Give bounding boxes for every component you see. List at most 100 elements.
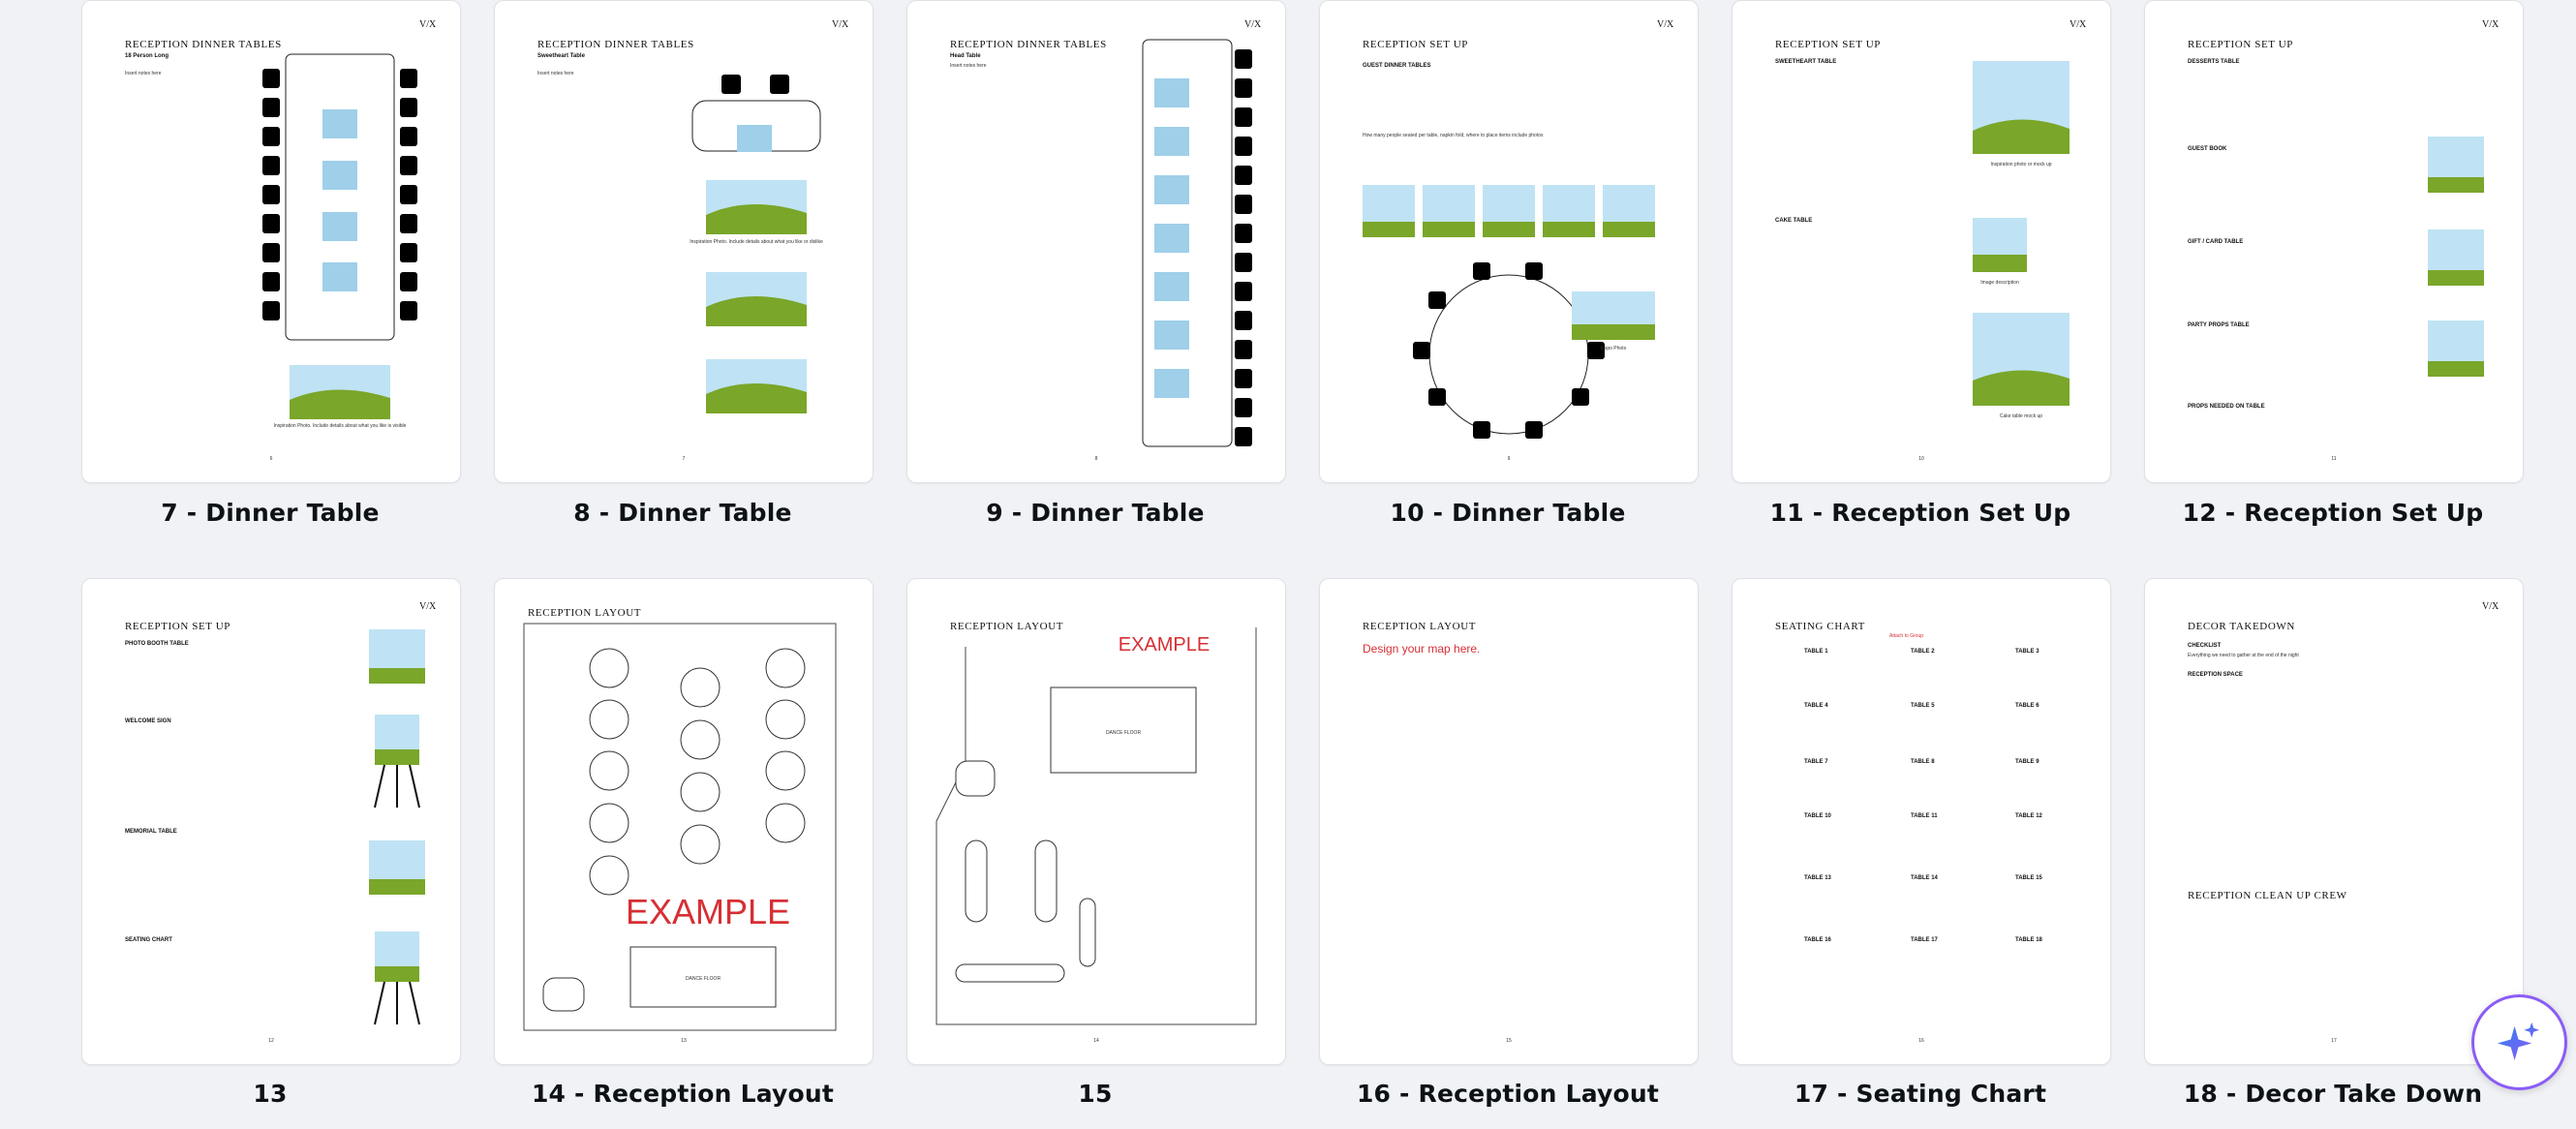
magic-sparkle-button[interactable]: [2471, 994, 2567, 1090]
page-caption: 15: [1078, 1080, 1113, 1108]
svg-text:WELCOME SIGN: WELCOME SIGN: [125, 718, 171, 724]
svg-text:DANCE FLOOR: DANCE FLOOR: [686, 976, 721, 982]
svg-text:GUEST BOOK: GUEST BOOK: [2188, 146, 2227, 152]
svg-text:8: 8: [1095, 456, 1098, 462]
svg-text:TABLE 5: TABLE 5: [1911, 703, 1935, 709]
svg-text:TABLE 13: TABLE 13: [1804, 875, 1832, 881]
svg-text:EXAMPLE: EXAMPLE: [626, 892, 790, 931]
page-preview: RECEPTION SET UP V/X PHOTO BOOTH TABLE W…: [125, 601, 437, 1044]
svg-text:Inspiration Photo. Include det: Inspiration Photo. Include details about…: [274, 423, 407, 429]
page-preview: RECEPTION SET UP SWEETHEART TABLE V/X In…: [1775, 19, 2087, 462]
svg-text:MEMORIAL TABLE: MEMORIAL TABLE: [125, 829, 177, 835]
svg-text:RECEPTION SET UP: RECEPTION SET UP: [1775, 39, 1881, 50]
svg-text:RECEPTION SET UP: RECEPTION SET UP: [125, 621, 230, 632]
svg-text:13: 13: [681, 1038, 687, 1044]
svg-text:V/X: V/X: [1244, 19, 1262, 30]
svg-text:10: 10: [1918, 456, 1924, 462]
page-caption: 8 - Dinner Table: [573, 499, 792, 527]
svg-text:TABLE 7: TABLE 7: [1804, 759, 1828, 765]
page-preview: RECEPTION DINNER TABLES Head Table Inser…: [950, 19, 1262, 462]
svg-text:DECOR TAKEDOWN: DECOR TAKEDOWN: [2188, 621, 2295, 632]
svg-text:TABLE 4: TABLE 4: [1804, 703, 1828, 709]
page-thumbnail-8[interactable]: RECEPTION DINNER TABLES Sweetheart Table…: [494, 0, 874, 483]
page-caption: 9 - Dinner Table: [986, 499, 1205, 527]
svg-text:Inspiration Photo. Include det: Inspiration Photo. Include details about…: [690, 239, 823, 245]
page-thumbnail-14[interactable]: RECEPTION LAYOUT EXAMPLE DANCE FLOOR 13: [494, 578, 874, 1065]
svg-text:TABLE 14: TABLE 14: [1911, 875, 1939, 881]
page-caption: 18 - Decor Take Down: [2183, 1080, 2483, 1108]
page-caption: 17 - Seating Chart: [1794, 1080, 2047, 1108]
page-thumbnail-11[interactable]: RECEPTION SET UP SWEETHEART TABLE V/X In…: [1732, 0, 2111, 483]
svg-text:TABLE 18: TABLE 18: [2015, 937, 2043, 943]
page-caption: 11 - Reception Set Up: [1769, 499, 2071, 527]
svg-text:SEATING CHART: SEATING CHART: [1775, 621, 1865, 632]
svg-text:Inspiration photo or mock up: Inspiration photo or mock up: [1990, 162, 2051, 168]
svg-text:RECEPTION SET UP: RECEPTION SET UP: [2188, 39, 2293, 50]
svg-text:TABLE 1: TABLE 1: [1804, 649, 1828, 655]
svg-text:Insert notes here: Insert notes here: [950, 63, 987, 69]
page-caption: 13: [253, 1080, 288, 1108]
page-preview: RECEPTION SET UP V/X DESSERTS TABLE GUES…: [2188, 19, 2499, 462]
svg-text:V/X: V/X: [2482, 601, 2499, 612]
page-caption: 12 - Reception Set Up: [2182, 499, 2484, 527]
page-preview: RECEPTION LAYOUT Design your map here. 1…: [1363, 621, 1512, 1044]
svg-text:DANCE FLOOR: DANCE FLOOR: [1106, 730, 1142, 736]
svg-text:PHOTO BOOTH TABLE: PHOTO BOOTH TABLE: [125, 641, 189, 647]
svg-text:TABLE 3: TABLE 3: [2015, 649, 2039, 655]
svg-text:TABLE 6: TABLE 6: [2015, 703, 2039, 709]
svg-text:V/X: V/X: [419, 19, 437, 30]
svg-text:RECEPTION DINNER TABLES: RECEPTION DINNER TABLES: [950, 39, 1107, 50]
page-caption: 10 - Dinner Table: [1390, 499, 1626, 527]
svg-text:Everything we need to gather a: Everything we need to gather at the end …: [2188, 653, 2299, 658]
page-caption: 14 - Reception Layout: [531, 1080, 835, 1108]
svg-text:RECEPTION SET UP: RECEPTION SET UP: [1363, 39, 1468, 50]
svg-text:V/X: V/X: [2482, 19, 2499, 30]
svg-text:DESSERTS TABLE: DESSERTS TABLE: [2188, 59, 2240, 65]
svg-text:16: 16: [1918, 1038, 1924, 1044]
svg-text:Inspo Photo: Inspo Photo: [1601, 346, 1627, 351]
svg-text:Head Table: Head Table: [950, 53, 981, 59]
svg-text:GUEST DINNER TABLES: GUEST DINNER TABLES: [1363, 63, 1431, 69]
svg-text:TABLE 12: TABLE 12: [2015, 813, 2043, 819]
page-thumbnail-12[interactable]: RECEPTION SET UP V/X DESSERTS TABLE GUES…: [2144, 0, 2524, 483]
svg-text:V/X: V/X: [2070, 19, 2087, 30]
svg-text:15: 15: [1506, 1038, 1512, 1044]
page-caption: 16 - Reception Layout: [1356, 1080, 1660, 1108]
page-thumbnail-16[interactable]: RECEPTION LAYOUT Design your map here. 1…: [1319, 578, 1699, 1065]
svg-text:Design your map here.: Design your map here.: [1363, 642, 1480, 656]
svg-text:6: 6: [270, 456, 273, 462]
page-preview: RECEPTION DINNER TABLES Sweetheart Table…: [537, 19, 849, 462]
svg-text:Sweetheart Table: Sweetheart Table: [537, 53, 586, 59]
svg-text:17: 17: [2331, 1038, 2337, 1044]
page-preview: RECEPTION LAYOUT EXAMPLE DANCE FLOOR 13: [523, 607, 837, 1044]
page-caption: 7 - Dinner Table: [161, 499, 380, 527]
svg-text:18 Person Long: 18 Person Long: [125, 53, 169, 59]
sparkle-icon: [2497, 1022, 2540, 1061]
page-thumbnail-15[interactable]: RECEPTION LAYOUT EXAMPLE DANCE FLOOR 14: [906, 578, 1286, 1065]
svg-text:RECEPTION LAYOUT: RECEPTION LAYOUT: [950, 621, 1063, 632]
page-thumbnail-13[interactable]: RECEPTION SET UP V/X PHOTO BOOTH TABLE W…: [81, 578, 461, 1065]
svg-text:TABLE 16: TABLE 16: [1804, 937, 1832, 943]
page-thumbnail-7[interactable]: RECEPTION DINNER TABLES 18 Person Long I…: [81, 0, 461, 483]
svg-text:TABLE 8: TABLE 8: [1911, 759, 1935, 765]
page-thumbnail-18[interactable]: DECOR TAKEDOWN V/X CHECKLIST Everything …: [2144, 578, 2524, 1065]
svg-text:11: 11: [2331, 456, 2336, 462]
svg-text:V/X: V/X: [1657, 19, 1674, 30]
page-preview: DECOR TAKEDOWN V/X CHECKLIST Everything …: [2188, 601, 2499, 1044]
svg-text:14: 14: [1093, 1038, 1099, 1044]
svg-text:TABLE 10: TABLE 10: [1804, 813, 1832, 819]
svg-text:RECEPTION LAYOUT: RECEPTION LAYOUT: [528, 607, 641, 619]
svg-text:RECEPTION LAYOUT: RECEPTION LAYOUT: [1363, 621, 1476, 632]
svg-text:Cake table mock up: Cake table mock up: [2000, 413, 2042, 419]
svg-text:9: 9: [1508, 456, 1511, 462]
page-thumbnail-17[interactable]: SEATING CHART Attach to Group TABLE 1 TAB…: [1732, 578, 2111, 1065]
page-thumbnail-10[interactable]: RECEPTION SET UP GUEST DINNER TABLES How…: [1319, 0, 1699, 483]
svg-text:RECEPTION CLEAN UP CREW: RECEPTION CLEAN UP CREW: [2188, 890, 2347, 901]
svg-text:RECEPTION DINNER TABLES: RECEPTION DINNER TABLES: [537, 39, 694, 50]
page-preview: RECEPTION DINNER TABLES 18 Person Long I…: [125, 19, 437, 462]
page-thumbnail-9[interactable]: RECEPTION DINNER TABLES Head Table Inser…: [906, 0, 1286, 483]
page-preview: SEATING CHART Attach to Group TABLE 1 TAB…: [1775, 621, 2043, 1044]
svg-text:How many people seated per tab: How many people seated per table, napkin…: [1363, 133, 1544, 138]
svg-text:CHECKLIST: CHECKLIST: [2188, 643, 2222, 649]
svg-text:Attach to Group: Attach to Group: [1889, 633, 1923, 639]
